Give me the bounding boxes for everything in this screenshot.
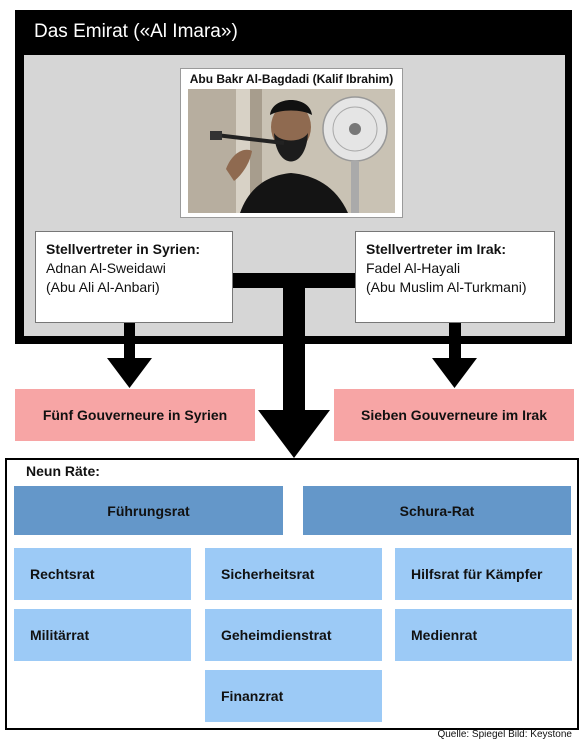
arrow-to-gov-iraq bbox=[432, 358, 477, 388]
council-rechtsrat: Rechtsrat bbox=[14, 548, 191, 600]
councils-title: Neun Räte: bbox=[26, 463, 100, 479]
deputy-syria-alias: (Abu Ali Al-Anbari) bbox=[46, 279, 160, 295]
council-geheimdienstrat: Geheimdienstrat bbox=[205, 609, 382, 661]
council-militaerrat: Militärrat bbox=[14, 609, 191, 661]
council-finanzrat: Finanzrat bbox=[205, 670, 382, 722]
source-credit: Quelle: Spiegel Bild: Keystone bbox=[437, 729, 572, 740]
deputy-syria-name: Adnan Al-Sweidawi bbox=[46, 260, 166, 276]
connector-syria-stem bbox=[124, 323, 135, 361]
council-sicherheitsrat: Sicherheitsrat bbox=[205, 548, 382, 600]
deputy-iraq-name: Fadel Al-Hayali bbox=[366, 260, 461, 276]
deputy-iraq-title: Stellvertreter im Irak: bbox=[366, 241, 507, 257]
council-fuehrungsrat: Führungsrat bbox=[14, 486, 283, 535]
emirat-title: Das Emirat («Al Imara») bbox=[34, 21, 238, 42]
council-hilfsrat: Hilfsrat für Kämpfer bbox=[395, 548, 572, 600]
arrow-to-gov-syria bbox=[107, 358, 152, 388]
arrow-to-councils bbox=[258, 410, 330, 458]
leader-photo-image bbox=[188, 89, 395, 213]
connector-iraq-stem bbox=[449, 323, 461, 361]
deputy-iraq-alias: (Abu Muslim Al-Turkmani) bbox=[366, 279, 527, 295]
governors-syria-box: Fünf Gouverneure in Syrien bbox=[15, 389, 255, 441]
leader-box: Abu Bakr Al-Bagdadi (Kalif Ibrahim) bbox=[180, 68, 403, 218]
deputy-iraq-box: Stellvertreter im Irak: Fadel Al-Hayali … bbox=[355, 231, 555, 323]
council-schura-rat: Schura-Rat bbox=[303, 486, 571, 535]
leader-name: Abu Bakr Al-Bagdadi (Kalif Ibrahim) bbox=[189, 72, 394, 86]
connector-center-stem bbox=[283, 288, 305, 412]
deputy-syria-title: Stellvertreter in Syrien: bbox=[46, 241, 201, 257]
council-medienrat: Medienrat bbox=[395, 609, 572, 661]
connector-deputies bbox=[233, 273, 355, 288]
leader-photo bbox=[188, 89, 395, 213]
deputy-syria-box: Stellvertreter in Syrien: Adnan Al-Sweid… bbox=[35, 231, 233, 323]
governors-iraq-box: Sieben Gouverneure im Irak bbox=[334, 389, 574, 441]
